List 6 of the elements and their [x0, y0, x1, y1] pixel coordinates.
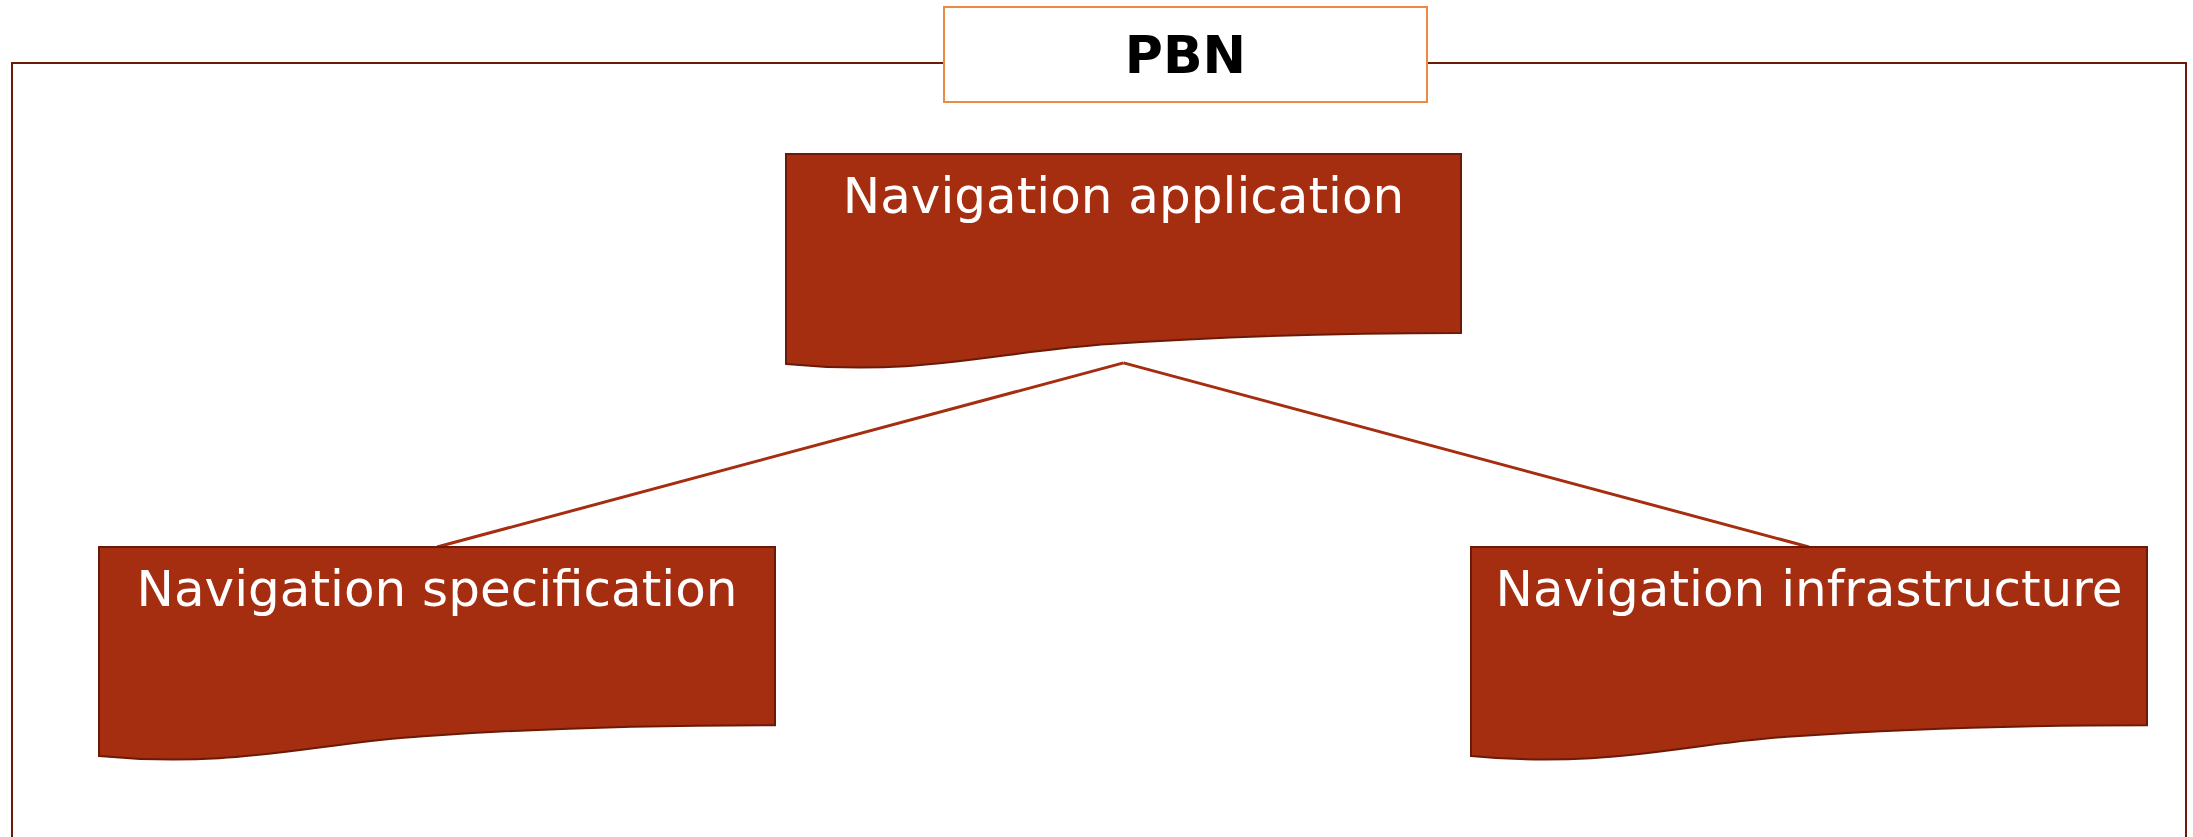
- connector-line: [1123, 361, 1810, 549]
- title-label: PBN: [943, 6, 1428, 103]
- connector-line: [436, 361, 1124, 549]
- node-label: Navigation infrastructure: [1494, 559, 2124, 620]
- node-label: Navigation application: [841, 166, 1406, 227]
- node-label: Navigation specification: [135, 559, 739, 620]
